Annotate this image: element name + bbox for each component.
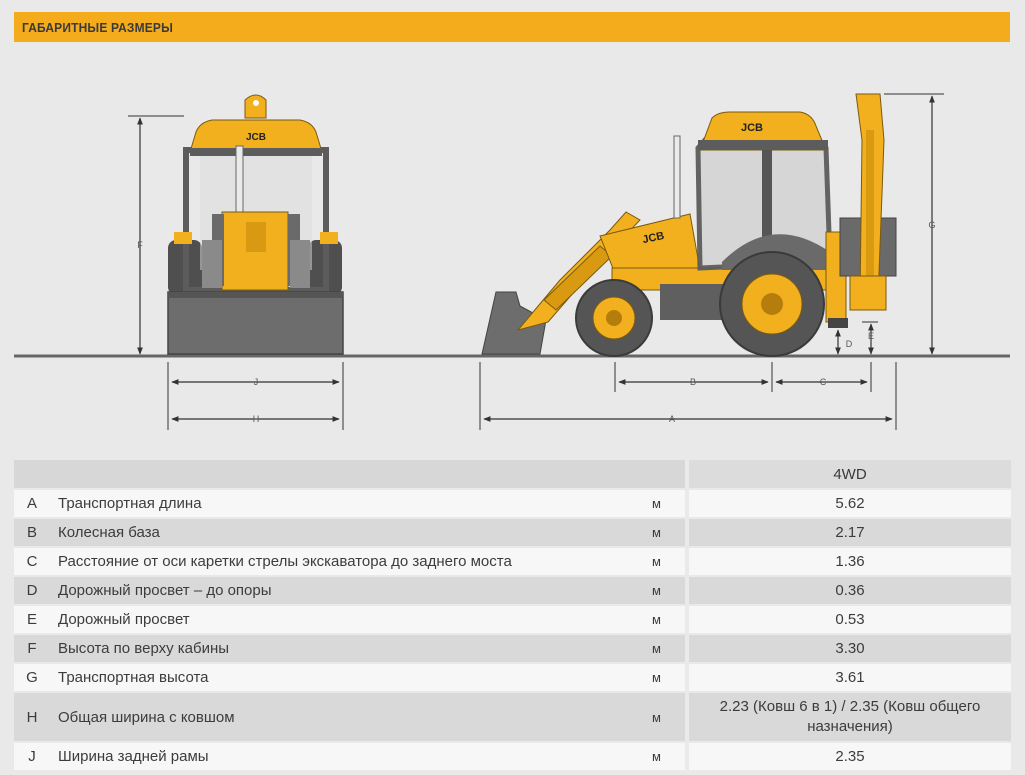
row-letter: H — [14, 693, 50, 741]
row-unit: м — [628, 606, 685, 633]
dim-label-b: B — [690, 377, 696, 387]
column-header-4wd: 4WD — [685, 460, 1011, 488]
table-row: A Транспортная длина м 5.62 — [14, 490, 1011, 517]
row-description: Дорожный просвет – до опоры — [50, 577, 628, 604]
row-letter: B — [14, 519, 50, 546]
table-row: E Дорожный просвет м 0.53 — [14, 606, 1011, 633]
table-row: G Транспортная высота м 3.61 — [14, 664, 1011, 691]
dim-label-a: A — [669, 414, 675, 424]
row-value: 2.35 — [685, 743, 1011, 770]
front-view-machine: JCB — [167, 94, 344, 355]
dim-label-c: C — [820, 377, 827, 387]
row-value: 1.36 — [685, 548, 1011, 575]
dimension-c: C — [775, 362, 872, 392]
row-unit: м — [628, 635, 685, 662]
table-header-row: 4WD — [14, 460, 1011, 488]
row-letter: D — [14, 577, 50, 604]
row-value: 2.17 — [685, 519, 1011, 546]
dim-label-e: E — [868, 331, 874, 341]
section-title: ГАБАРИТНЫЕ РАЗМЕРЫ — [22, 20, 173, 35]
table-row: H Общая ширина с ковшом м 2.23 (Ковш 6 в… — [14, 693, 1011, 741]
row-unit: м — [628, 548, 685, 575]
row-value: 3.61 — [685, 664, 1011, 691]
header-blank-cell — [14, 460, 685, 488]
dimension-d: D — [835, 329, 853, 355]
row-description: Колесная база — [50, 519, 628, 546]
side-brand-label-roof: JCB — [741, 122, 763, 134]
row-unit: м — [628, 577, 685, 604]
dimension-a: A — [479, 362, 897, 430]
row-letter: J — [14, 743, 50, 770]
row-letter: F — [14, 635, 50, 662]
row-description: Транспортная высота — [50, 664, 628, 691]
row-description: Высота по верху кабины — [50, 635, 628, 662]
row-unit: м — [628, 743, 685, 770]
dimensions-diagram: JCB F J H J — [14, 93, 1010, 430]
dim-label-h: H — [253, 414, 260, 424]
front-brand-label: JCB — [246, 132, 266, 143]
table-row: F Высота по верху кабины м 3.30 — [14, 635, 1011, 662]
row-value: 2.23 (Ковш 6 в 1) / 2.35 (Ковш общего на… — [685, 693, 1011, 741]
dimensions-table: 4WD A Транспортная длина м 5.62 B Колесн… — [14, 458, 1011, 772]
row-letter: A — [14, 490, 50, 517]
row-value: 0.36 — [685, 577, 1011, 604]
section-header-bar: ГАБАРИТНЫЕ РАЗМЕРЫ — [14, 12, 1010, 42]
dim-label-g: G — [928, 220, 935, 230]
row-description: Расстояние от оси каретки стрелы экскава… — [50, 548, 628, 575]
dimension-f: F — [128, 115, 184, 355]
row-unit: м — [628, 519, 685, 546]
row-description: Дорожный просвет — [50, 606, 628, 633]
row-value: 5.62 — [685, 490, 1011, 517]
dim-label-f: F — [137, 240, 143, 250]
dimension-h: H — [171, 414, 340, 424]
table-row: J Ширина задней рамы м 2.35 — [14, 743, 1011, 770]
row-description: Общая ширина с ковшом — [50, 693, 628, 741]
row-unit: м — [628, 490, 685, 517]
dimension-e: E — [862, 321, 878, 355]
row-description: Транспортная длина — [50, 490, 628, 517]
dimension-g: G — [884, 93, 944, 355]
table-row: D Дорожный просвет – до опоры м 0.36 — [14, 577, 1011, 604]
side-brand-label-hood: JCB — [641, 230, 665, 246]
row-unit: м — [628, 693, 685, 741]
dim-label-d: D — [846, 339, 853, 349]
row-letter: G — [14, 664, 50, 691]
row-letter: C — [14, 548, 50, 575]
side-view-machine: JCB JCB — [481, 93, 897, 357]
row-value: 0.53 — [685, 606, 1011, 633]
dimension-j: J — [167, 362, 344, 430]
row-letter: E — [14, 606, 50, 633]
dim-label-j: J — [254, 377, 259, 387]
row-value: 3.30 — [685, 635, 1011, 662]
table-row: B Колесная база м 2.17 — [14, 519, 1011, 546]
row-unit: м — [628, 664, 685, 691]
row-description: Ширина задней рамы — [50, 743, 628, 770]
table-row: C Расстояние от оси каретки стрелы экска… — [14, 548, 1011, 575]
dimension-b: B — [614, 362, 773, 392]
